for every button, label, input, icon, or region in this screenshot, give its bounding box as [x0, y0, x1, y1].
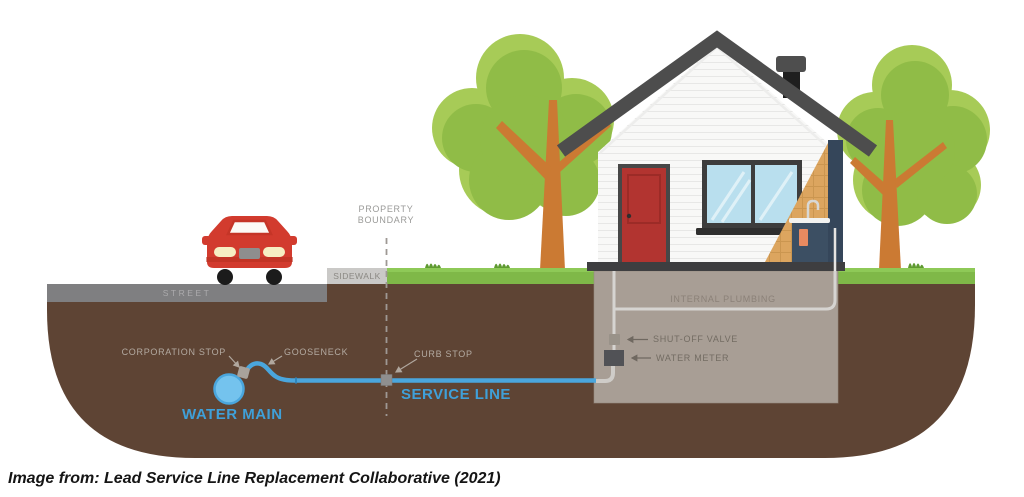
car-bumper	[206, 257, 293, 262]
property-boundary-label: PROPERTY BOUNDARY	[357, 204, 415, 225]
window	[696, 160, 808, 235]
street-surface	[47, 284, 327, 302]
left-tree	[432, 34, 614, 270]
street-label: STREET	[162, 288, 212, 298]
car	[202, 216, 297, 285]
water-meter-label: WATER METER	[656, 353, 730, 363]
basement	[593, 270, 839, 404]
foundation-band	[587, 262, 845, 271]
car-headlight-right	[263, 247, 285, 257]
gooseneck-label: GOOSENECK	[284, 347, 349, 357]
car-headlight-left	[214, 247, 236, 257]
water-main-pipe	[213, 373, 245, 405]
sink-counter	[789, 218, 830, 223]
curb-stop-arrow	[394, 358, 418, 373]
car-wheel-left	[217, 269, 233, 285]
service-line-pipe	[243, 361, 596, 383]
service-line-label: SERVICE LINE	[401, 386, 511, 403]
sink-cabinet	[792, 223, 828, 262]
right-tree	[837, 45, 990, 270]
car-wheel-right	[266, 269, 282, 285]
cutaway-interior	[765, 140, 843, 271]
car-windshield	[226, 219, 273, 236]
grass-tufts	[425, 263, 924, 268]
water-main-label: WATER MAIN	[182, 406, 283, 423]
right-tree-crown	[837, 45, 990, 226]
house	[556, 30, 878, 271]
water-meter-fitting	[604, 350, 624, 366]
image-source-caption: Image from: Lead Service Line Replacemen…	[8, 470, 501, 487]
corporation-stop-fitting	[237, 366, 250, 379]
faucet	[806, 199, 820, 218]
door-knob	[626, 213, 632, 219]
roof	[556, 30, 878, 157]
right-tree-trunk	[850, 120, 947, 270]
sink	[789, 199, 830, 262]
sidewalk-surface	[327, 268, 387, 284]
chimney-cap	[776, 56, 806, 72]
curb-stop-label: CURB STOP	[414, 349, 473, 359]
internal-plumbing-label: INTERNAL PLUMBING	[670, 294, 776, 304]
car-grille	[239, 248, 260, 259]
label-arrows	[228, 335, 651, 373]
shut-off-valve-label: SHUT-OFF VALVE	[653, 334, 738, 344]
shut-off-valve-fitting	[609, 334, 620, 345]
window-sill	[696, 228, 808, 235]
corporation-stop-label: CORPORATION STOP	[121, 347, 226, 357]
front-door	[618, 164, 670, 262]
gooseneck-arrow	[267, 355, 283, 365]
curb-stop-fitting	[380, 374, 393, 386]
towel	[799, 229, 808, 246]
cutaway-edge	[828, 140, 843, 262]
window-glare	[710, 171, 794, 223]
sidewalk-label: SIDEWALK	[333, 271, 381, 281]
service-to-meter-elbow	[596, 366, 615, 383]
gooseneck-pipe	[243, 361, 296, 383]
corporation-stop-arrow	[228, 355, 240, 368]
